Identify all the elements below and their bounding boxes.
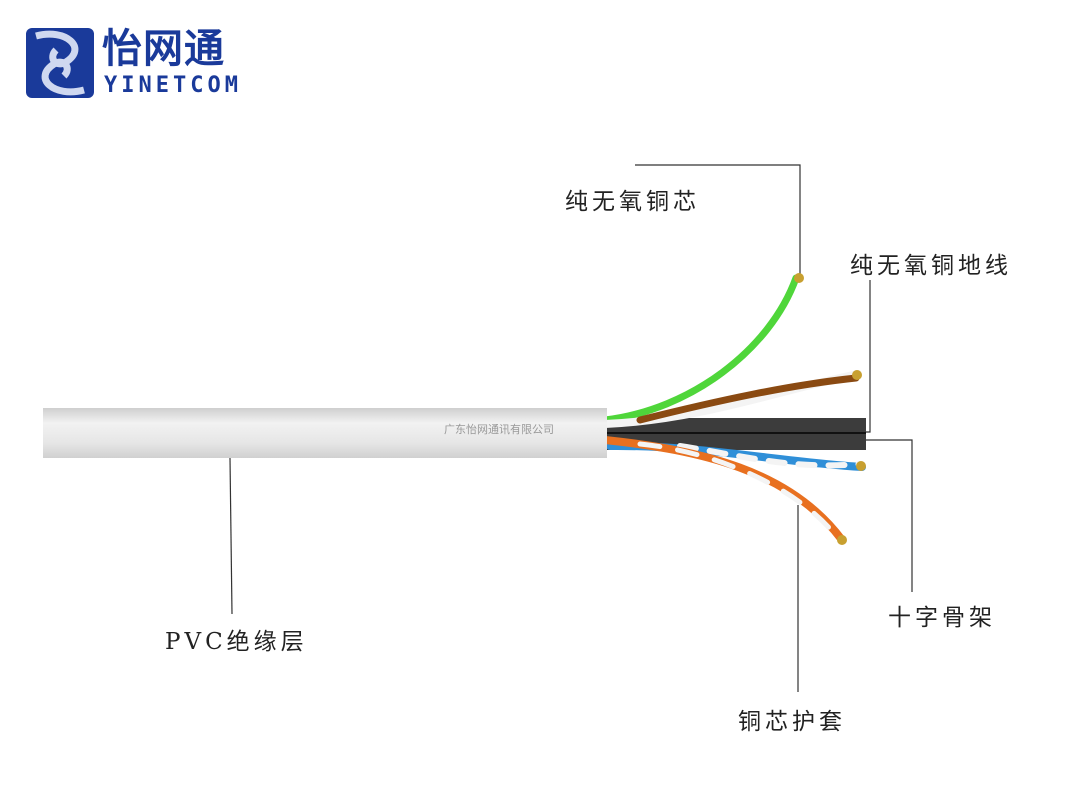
white-blue-wire — [677, 443, 863, 469]
logo-swirl-icon — [26, 28, 94, 98]
green-wire — [601, 274, 800, 424]
label-copper-sheath: 铜芯护套 — [738, 709, 846, 735]
logo-english-name: YINETCOM — [104, 73, 242, 98]
label-copper-core: 纯无氧铜芯 — [565, 189, 700, 215]
label-cross-filler: 十字骨架 — [888, 605, 996, 631]
company-logo: 怡网通 YINETCOM — [26, 26, 238, 102]
leader-ground — [862, 280, 871, 433]
logo-chinese-name: 怡网通 — [102, 26, 225, 72]
wire-pairs — [600, 274, 866, 544]
copper-tips — [794, 273, 866, 545]
white-orange-wire — [637, 441, 839, 539]
cable-print-text: 广东怡网通讯有限公司 — [444, 422, 554, 436]
leader-core — [635, 164, 801, 275]
brown-wire — [636, 374, 860, 424]
leader-cross — [866, 439, 913, 592]
label-pvc-jacket: PVC绝缘层 — [165, 629, 308, 655]
leader-pvc — [229, 457, 233, 615]
pvc-jacket — [43, 408, 607, 458]
label-copper-ground: 纯无氧铜地线 — [850, 253, 1012, 279]
